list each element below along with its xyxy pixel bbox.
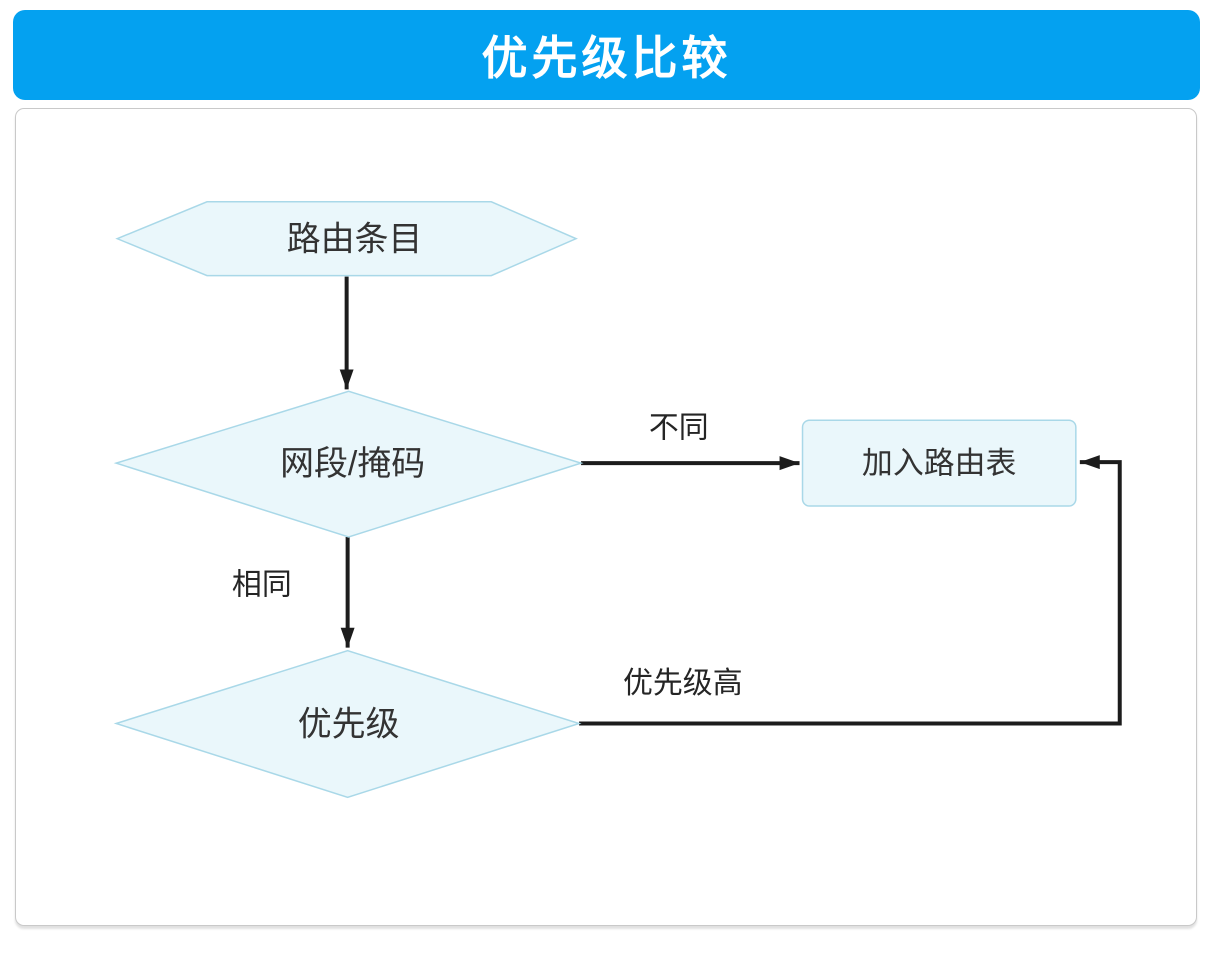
flowchart-svg: 不同 相同 优先级高 路由条目 网段/掩码 加入路由表 优先级: [113, 201, 1122, 799]
node-add-routing-table: 加入路由表: [801, 419, 1077, 507]
edge-label-same: 相同: [232, 568, 292, 601]
diagram-container: 不同 相同 优先级高 路由条目 网段/掩码 加入路由表 优先级: [15, 108, 1197, 926]
hexagon-shape: [115, 201, 578, 277]
node-priority: 优先级: [113, 649, 582, 799]
edge-priority-to-routing-table: [579, 455, 1122, 726]
node-net-segment-mask-label: 网段/掩码: [280, 445, 425, 483]
node-add-routing-table-label: 加入路由表: [862, 446, 1017, 481]
node-priority-label: 优先级: [298, 705, 400, 743]
node-route-entry-label: 路由条目: [287, 221, 423, 259]
edge-label-different: 不同: [649, 412, 709, 445]
title-bar: 优先级比较: [13, 10, 1200, 100]
diamond-shape: [113, 649, 582, 799]
edge-label-priority-high: 优先级高: [623, 667, 743, 700]
node-net-segment-mask: 网段/掩码: [113, 390, 584, 538]
diamond-shape: [113, 390, 584, 538]
node-route-entry: 路由条目: [115, 201, 578, 277]
page-title: 优先级比较: [481, 31, 732, 85]
rectangle-shape: [801, 419, 1077, 507]
